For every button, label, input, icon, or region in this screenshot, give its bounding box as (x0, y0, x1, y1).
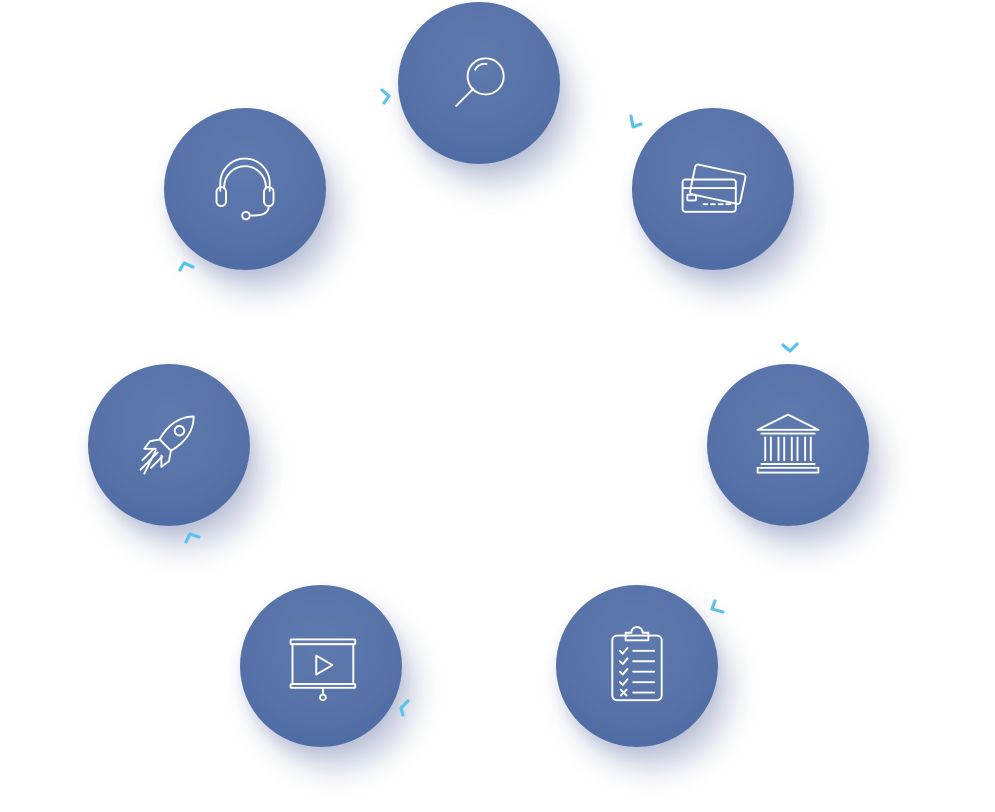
headset-icon (215, 157, 275, 221)
arrow-icon (178, 259, 195, 275)
search-node[interactable] (398, 2, 560, 164)
checklist-clipboard-icon (611, 626, 663, 702)
rocket-icon (139, 415, 195, 475)
rocket-node[interactable] (88, 364, 250, 526)
arrow-icon (709, 599, 725, 616)
bank-node[interactable] (707, 364, 869, 526)
arrow-icon (184, 530, 201, 546)
headset-node[interactable] (164, 108, 326, 270)
checklist-node[interactable] (556, 585, 718, 747)
bank-building-icon (756, 413, 820, 474)
video-node[interactable] (240, 585, 402, 747)
credit-cards-icon (681, 163, 747, 213)
cards-node[interactable] (632, 108, 794, 270)
arrow-icon (378, 88, 394, 105)
arrow-icon (396, 699, 412, 717)
arrow-icon (781, 339, 799, 355)
magnifier-icon (455, 57, 505, 107)
arrow-icon (627, 114, 643, 130)
video-presentation-icon (289, 638, 357, 702)
